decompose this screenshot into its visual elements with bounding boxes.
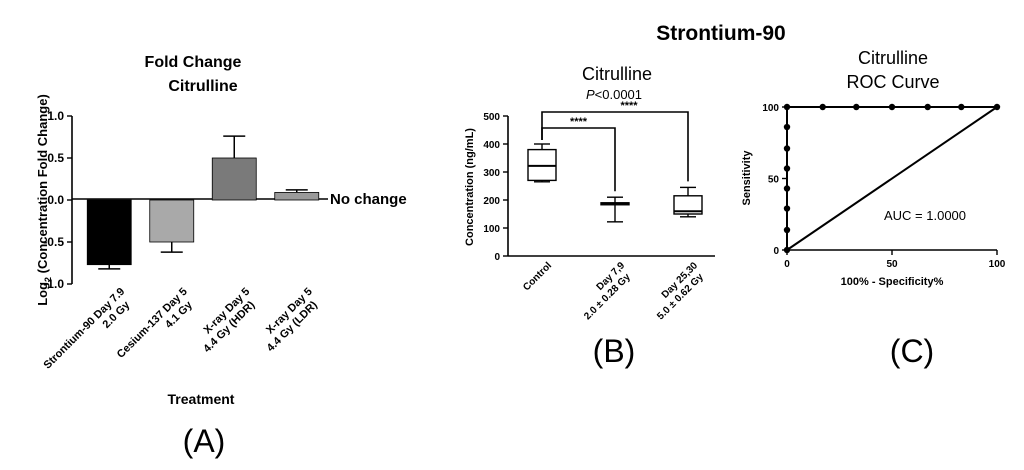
panel-b-letter: (B) <box>593 333 636 369</box>
panel-b-y-tick-label: 500 <box>483 112 500 123</box>
panel-a-y-tick-label: 0.5 <box>47 151 64 165</box>
panel-a-x-axis-label: Treatment <box>168 391 235 407</box>
panel-a-y-axis-label: Log2 (Concentration Fold Change) <box>35 94 53 306</box>
panel-b-x-tick-label: Day 25,305.0 ± 0.62 Gy <box>647 260 709 322</box>
panel-b-pvalue: P<0.0001 <box>586 87 642 102</box>
panel-c-y-axis-label: Sensitivity <box>741 150 753 206</box>
panel-a-annotation: No change <box>330 191 407 208</box>
panel-a-x-tick-label: X-ray Day 54.4 Gy (HDR) <box>192 286 261 355</box>
panel-b-significance-bracket <box>541 111 689 182</box>
panel-b-x-tick-label: Day 7,92.0 ± 0.28 Gy <box>574 260 636 322</box>
panel-c-reference-line <box>786 106 998 251</box>
panel-b-title: Citrulline <box>582 64 652 84</box>
panel-c-x-tick-label: 0 <box>784 259 790 270</box>
panel-a-x-tick-label: Strontium-90 Day 7.92.0 Gy <box>42 286 137 381</box>
panel-a-bar <box>86 199 132 266</box>
panel-c-roc-point <box>819 103 826 111</box>
panel-c-roc-point <box>783 103 791 111</box>
panel-c-roc-point <box>783 145 791 152</box>
panel-a-bar <box>149 199 195 243</box>
panel-c-y-tick-label: 100 <box>762 103 779 114</box>
panel-a-bar <box>274 192 320 201</box>
panel-c-y-tick-label: 50 <box>768 175 780 186</box>
panel-b-significance-label: **** <box>620 100 638 112</box>
panel-a-x-tick-label: X-ray Day 54.4 Gy (LDR) <box>255 286 324 355</box>
panel-a-letter: (A) <box>183 423 226 459</box>
panel-a-title: Fold Change <box>145 54 242 71</box>
panel-c-roc-point <box>783 165 791 172</box>
panel-a-y-tick-label: -0.5 <box>43 235 64 249</box>
panel-c-roc-curve <box>786 106 997 250</box>
panel-c-x-tick-label: 100 <box>989 259 1006 270</box>
panel-c-roc-point <box>888 103 896 111</box>
panel-b-significance-label: **** <box>570 116 588 128</box>
panel-c-roc-point <box>924 103 931 111</box>
group-title: Strontium-90 <box>656 22 786 45</box>
panel-c: Citrulline ROC Curve Sensitivity 0 50 100 0… <box>741 48 1006 369</box>
panel-c-letter: (C) <box>890 333 934 369</box>
panel-a-bar <box>211 157 257 201</box>
panel-c-roc-point <box>993 103 1001 111</box>
panel-b-y-tick-label: 300 <box>483 168 500 179</box>
panel-c-roc-point <box>783 246 791 254</box>
panel-a-y-tick-label: 0.0 <box>47 193 64 207</box>
panel-c-roc-point <box>783 185 791 192</box>
panel-a-y-tick-label: 1.0 <box>47 109 64 123</box>
panel-c-annotation: AUC = 1.0000 <box>884 208 966 223</box>
panel-a-y-tick-label: -1.0 <box>43 277 64 291</box>
panel-c-roc-point <box>783 226 791 234</box>
panel-c-y-tick-label: 0 <box>773 246 779 257</box>
panel-b-box <box>673 195 703 215</box>
panel-b-y-tick-label: 100 <box>483 224 500 235</box>
panel-c-roc-point <box>783 123 791 131</box>
panel-a-x-tick-label: Cesium-137 Day 54.1 Gy <box>115 286 199 370</box>
panel-c-x-tick-label: 50 <box>886 259 898 270</box>
panel-b-y-tick-label: 0 <box>494 252 500 263</box>
panel-c-roc-point <box>783 205 791 212</box>
panel-c-x-axis-label: 100% - Specificity% <box>841 276 944 288</box>
panel-c-roc-point <box>958 103 965 111</box>
panel-b-y-axis-label: Concentration (ng/mL) <box>464 128 476 246</box>
panel-a-subtitle: Citrulline <box>168 78 237 95</box>
panel-a: Fold Change Citrulline Log2 (Concentrati… <box>35 54 407 459</box>
panel-b-x-tick-label: Control <box>521 260 554 293</box>
panel-b-y-tick-label: 400 <box>483 140 500 151</box>
panel-c-roc-point <box>853 103 860 111</box>
panel-b: Citrulline P<0.0001 Concentration (ng/mL… <box>464 64 715 369</box>
panel-b-y-tick-label: 200 <box>483 196 500 207</box>
panel-c-title: Citrulline <box>858 48 928 68</box>
panel-c-subtitle: ROC Curve <box>846 72 939 92</box>
